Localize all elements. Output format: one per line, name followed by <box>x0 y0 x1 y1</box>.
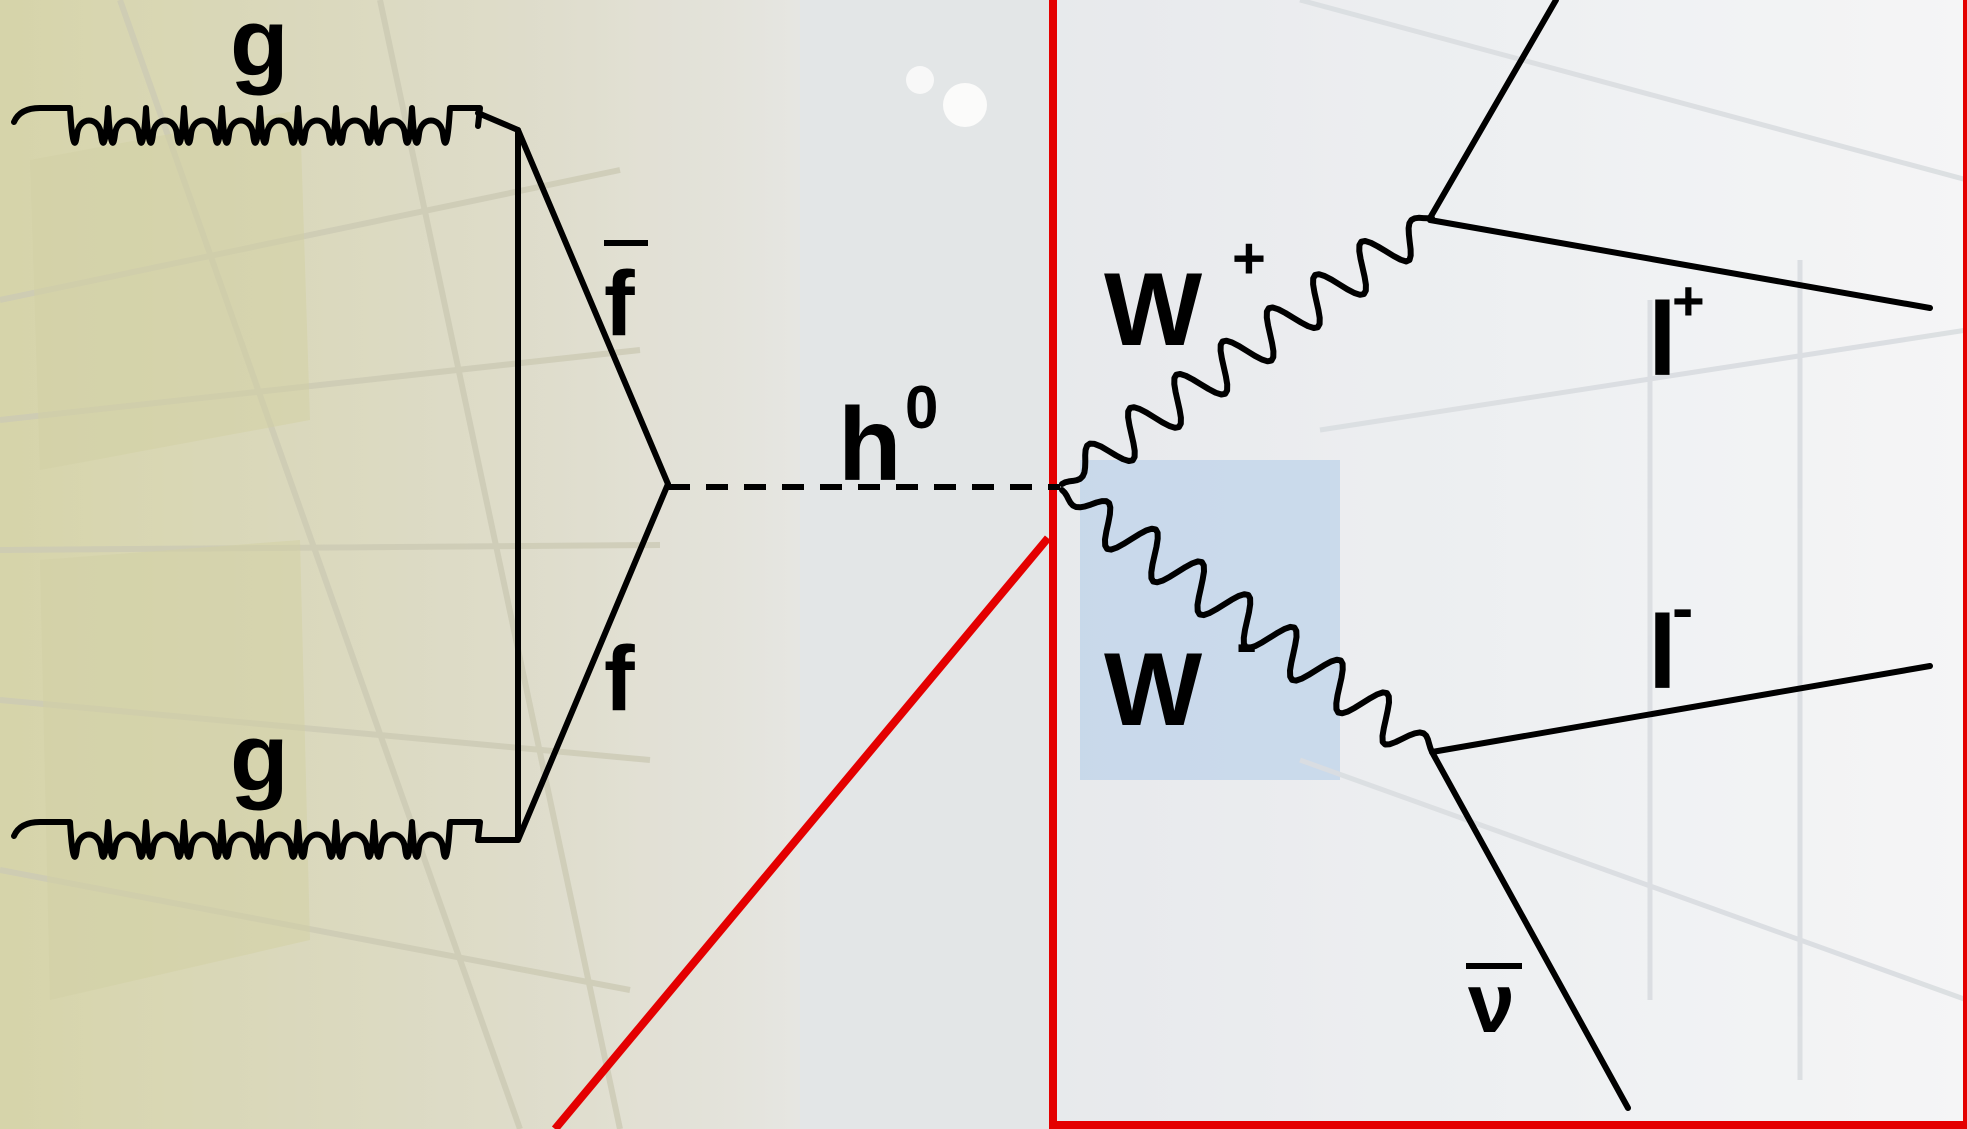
label-w-minus-superscript: - <box>1236 607 1257 679</box>
label-lepton-plus-superscript: + <box>1672 269 1705 332</box>
antifermion-line <box>515 127 671 487</box>
label-antifermion: f <box>604 253 635 355</box>
w-minus-boson-line <box>1059 487 1435 755</box>
lepton-plus-line <box>1427 217 1933 311</box>
highlight-rectangle <box>1049 0 1967 1129</box>
detector-face <box>1080 460 1340 780</box>
particle-labels: g g f f h 0 W + W - l + l - ν <box>230 0 1705 1050</box>
w-plus-boson-line <box>1059 214 1435 487</box>
fermion-line <box>515 481 671 843</box>
label-lepton-minus: l <box>1648 595 1677 711</box>
antineutrino-line <box>1429 749 1631 1111</box>
label-gluon-top: g <box>230 0 289 96</box>
label-lepton-minus-superscript: - <box>1672 572 1693 644</box>
w-plus-upper-lepton-line <box>1427 0 1559 221</box>
label-gluon-bottom: g <box>230 704 289 811</box>
label-w-minus: W <box>1104 632 1203 748</box>
lepton-minus-line <box>1429 663 1933 755</box>
label-fermion: f <box>604 628 635 730</box>
label-w-plus-superscript: + <box>1232 226 1266 291</box>
label-w-plus: W <box>1104 252 1203 368</box>
label-antineutrino: ν <box>1468 956 1515 1050</box>
gluon-line-top <box>11 105 483 146</box>
label-higgs: h <box>838 387 902 503</box>
gluon-line-bottom <box>11 819 483 860</box>
quark-loop <box>475 110 521 843</box>
feynman-lines <box>11 0 1933 1111</box>
label-higgs-superscript: 0 <box>905 374 938 441</box>
label-lepton-plus: l <box>1648 282 1677 398</box>
highlight-pointer-line <box>551 535 1052 1129</box>
highlight-box <box>551 0 1967 1129</box>
